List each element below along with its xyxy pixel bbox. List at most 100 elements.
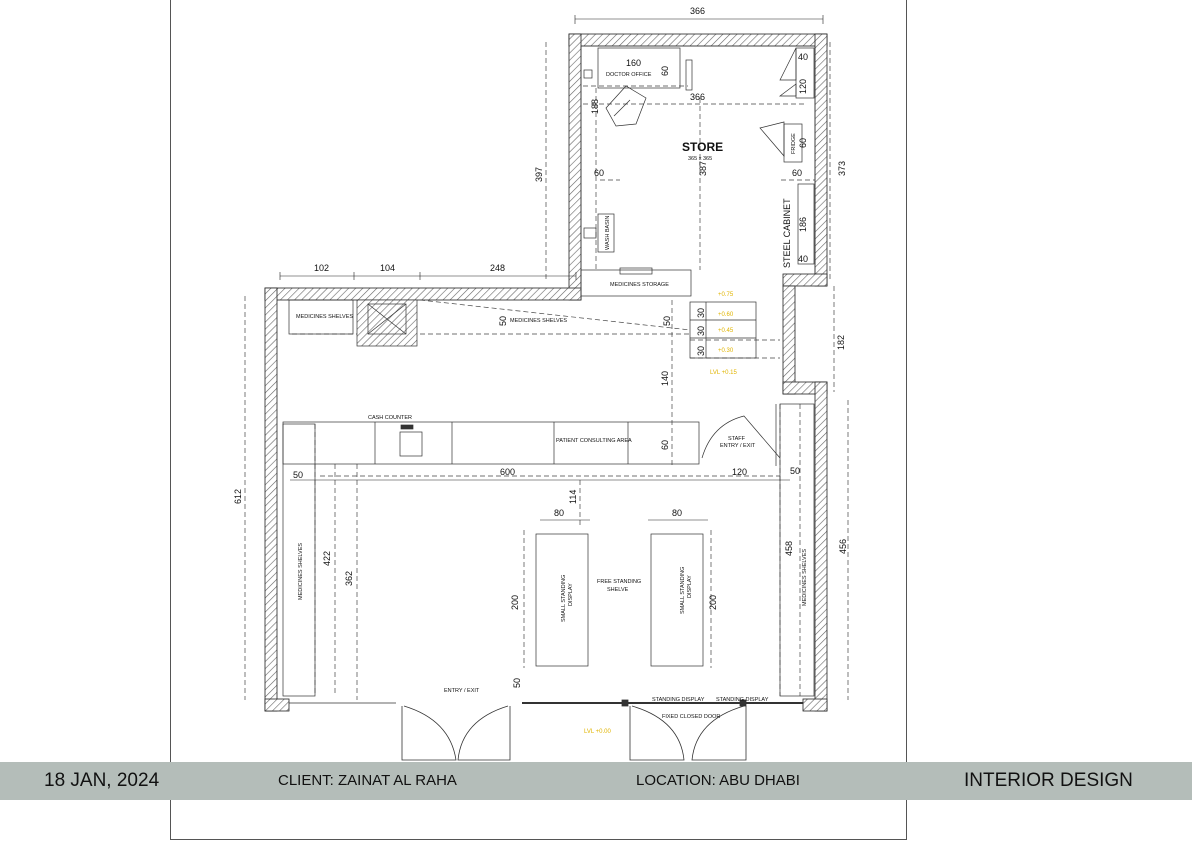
medicines-storage bbox=[580, 269, 692, 297]
label-medicines-shelves-top-left: MEDICINES SHELVES bbox=[296, 314, 353, 320]
hall-wall-top bbox=[264, 287, 582, 301]
label-staff-entry: STAFF bbox=[728, 436, 746, 442]
hall-wall-right bbox=[814, 381, 828, 712]
label-wash-basin: WASH BASIN bbox=[605, 216, 611, 250]
cash-register bbox=[399, 431, 423, 457]
client-name: CLIENT: ZAINAT AL RAHA bbox=[278, 772, 457, 789]
wash-basin bbox=[597, 213, 615, 253]
hall-wall-left bbox=[264, 287, 278, 712]
dim-wb-60: 60 bbox=[594, 168, 604, 178]
label-cash-counter: CASH COUNTER bbox=[368, 415, 412, 421]
level-030: +0.30 bbox=[718, 348, 734, 354]
dim-120: 120 bbox=[798, 79, 808, 94]
dim-387: 387 bbox=[698, 161, 708, 176]
drawing-date: 18 JAN, 2024 bbox=[44, 770, 160, 791]
doctor-office-desk bbox=[597, 47, 681, 89]
dim-140: 140 bbox=[660, 371, 670, 386]
title-block: 18 JAN, 2024 CLIENT: ZAINAT AL RAHA LOCA… bbox=[0, 762, 1192, 800]
sheet-border-right bbox=[906, 0, 907, 840]
label-entry-exit: ENTRY / EXIT bbox=[444, 688, 480, 694]
dim-373: 373 bbox=[837, 161, 847, 176]
dim-sc-60: 60 bbox=[792, 168, 802, 178]
staff-door bbox=[701, 415, 781, 459]
dim-sc-186: 186 bbox=[798, 217, 808, 232]
dim-200-left: 200 bbox=[510, 595, 520, 610]
top-left-shelves bbox=[288, 299, 354, 335]
store-wall-bottom-right bbox=[782, 273, 828, 287]
hall-wall-bottom-left bbox=[264, 698, 290, 712]
dimension-lines bbox=[279, 15, 824, 521]
column bbox=[356, 299, 418, 347]
dim-sc-40: 40 bbox=[798, 254, 808, 264]
counter bbox=[282, 421, 700, 465]
dim-60-office: 60 bbox=[660, 66, 670, 76]
reference-lines bbox=[244, 42, 849, 700]
store-furniture bbox=[580, 47, 815, 297]
small-display-left bbox=[535, 533, 589, 667]
dim-200-right: 200 bbox=[708, 595, 718, 610]
label-staff-entry-2: ENTRY / EXIT bbox=[720, 443, 756, 449]
left-shelves bbox=[282, 423, 316, 697]
dim-600: 600 bbox=[500, 467, 515, 477]
label-small-display-right-1: SMALL STANDING bbox=[680, 567, 686, 614]
label-standing-display-1: STANDING DISPLAY bbox=[652, 697, 705, 703]
dim-182: 182 bbox=[836, 335, 846, 350]
dim-366-inner: 366 bbox=[690, 92, 705, 102]
dim-366-top: 366 bbox=[690, 6, 705, 16]
level-060: +0.60 bbox=[718, 312, 734, 318]
dim-120-bottom: 120 bbox=[732, 467, 747, 477]
dim-188: 188 bbox=[590, 99, 600, 114]
level-045: +0.45 bbox=[718, 328, 734, 334]
label-medicines-storage: MEDICINES STORAGE bbox=[610, 282, 669, 288]
dim-114: 114 bbox=[568, 490, 578, 504]
dim-104: 104 bbox=[380, 263, 395, 273]
level-000: LVL +0.00 bbox=[584, 729, 612, 735]
label-medicines-shelves-right: MEDICINES SHELVES bbox=[802, 549, 808, 606]
level-075: +0.75 bbox=[718, 292, 734, 298]
project-location: LOCATION: ABU DHABI bbox=[636, 772, 800, 789]
walls bbox=[264, 33, 828, 712]
dim-102: 102 bbox=[314, 263, 329, 273]
level-015: LVL +0.15 bbox=[710, 370, 738, 376]
dim-50-right: 50 bbox=[790, 466, 800, 476]
doctor-chair bbox=[605, 85, 647, 127]
sheet-border-left bbox=[170, 0, 171, 840]
dim-397: 397 bbox=[534, 167, 544, 182]
dim-counter-60: 60 bbox=[660, 440, 670, 450]
doors bbox=[289, 699, 803, 761]
label-medicines-shelves-top: MEDICINES SHELVES bbox=[510, 318, 567, 324]
dim-step-30-a: 30 bbox=[696, 308, 706, 318]
small-display-right bbox=[650, 533, 704, 667]
label-steel-cabinet: STEEL CABINET bbox=[782, 198, 792, 268]
label-free-standing-2: SHELVE bbox=[607, 587, 629, 593]
dim-shelf-50-left: 50 bbox=[498, 316, 508, 326]
label-standing-display-2: STANDING DISPLAY bbox=[716, 697, 769, 703]
store-wall-top bbox=[568, 33, 828, 47]
dim-80-left: 80 bbox=[554, 508, 564, 518]
sheet-border-bottom bbox=[170, 839, 907, 840]
dim-612: 612 bbox=[233, 489, 243, 504]
dim-422: 422 bbox=[322, 551, 332, 566]
label-small-display-left-1: SMALL STANDING bbox=[561, 575, 567, 622]
dim-40-top: 40 bbox=[798, 52, 808, 62]
dim-shelf-50-right: 50 bbox=[662, 316, 672, 326]
drawing-discipline: INTERIOR DESIGN bbox=[964, 770, 1133, 791]
entry-door-right bbox=[457, 705, 511, 761]
dim-step-30-c: 30 bbox=[696, 346, 706, 356]
dim-248: 248 bbox=[490, 263, 505, 273]
room-store: STORE bbox=[682, 140, 723, 154]
right-shelves bbox=[779, 403, 815, 697]
hall-furniture bbox=[282, 299, 815, 697]
label-small-display-left-2: DISPLAY bbox=[568, 583, 574, 606]
hall-wall-bottom-right bbox=[802, 698, 828, 712]
label-fridge: FRIDGE bbox=[791, 133, 797, 154]
store-wall-left bbox=[568, 33, 582, 301]
dim-50-left: 50 bbox=[293, 470, 303, 480]
store-wall-right bbox=[814, 33, 828, 287]
hall-wall-right-upper bbox=[782, 285, 796, 395]
entry-door-left bbox=[401, 705, 457, 761]
steel-cabinet bbox=[797, 183, 815, 265]
dim-step-30-b: 30 bbox=[696, 326, 706, 336]
